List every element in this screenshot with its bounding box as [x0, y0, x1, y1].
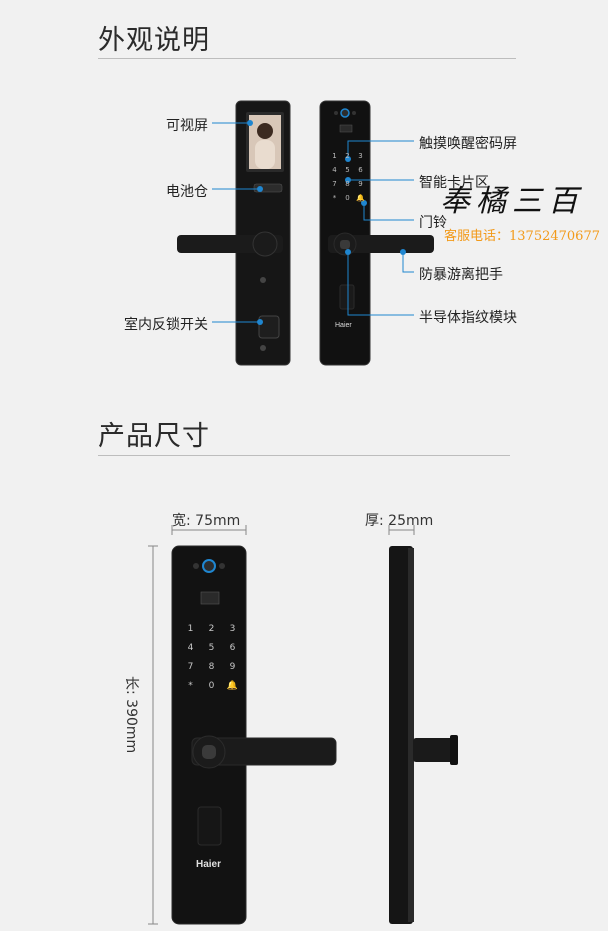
front-lock-large — [171, 545, 337, 925]
keypad-key[interactable]: 4 — [332, 166, 337, 174]
keypad-large: 1 2 3 4 5 6 7 8 9 * 0 🔔 — [180, 624, 240, 691]
keypad-key[interactable]: 7 — [187, 662, 194, 672]
keypad-key[interactable]: 3 — [229, 624, 236, 634]
label-battery: 电池仓 — [166, 184, 208, 200]
section-title-dimensions: 产品尺寸 — [98, 421, 210, 452]
label-doorbell: 门铃 — [419, 215, 447, 231]
keypad-key[interactable]: 2 — [345, 152, 350, 160]
label-handle: 防暴游离把手 — [419, 267, 503, 283]
section-divider-2 — [98, 455, 510, 456]
length-dimension-line — [148, 545, 158, 925]
depth-dimension-line — [388, 525, 415, 535]
keypad-key[interactable]: 🔔 — [356, 194, 365, 202]
keypad-key[interactable]: * — [332, 194, 337, 202]
keypad-key[interactable]: 5 — [208, 643, 215, 653]
keypad-key[interactable]: 3 — [358, 152, 363, 160]
keypad-key[interactable]: * — [188, 681, 193, 691]
lock-knob — [258, 315, 280, 339]
keypad-key[interactable]: 0 — [345, 194, 350, 202]
keypad-key[interactable]: 2 — [208, 624, 215, 634]
leader-dots-left — [247, 120, 263, 325]
keypad-key[interactable]: 0 — [208, 681, 215, 691]
leader-lines-right — [347, 140, 414, 316]
keypad-key[interactable]: 4 — [187, 643, 194, 653]
keypad-key[interactable]: 8 — [208, 662, 215, 672]
length-label: 长: 390mm — [123, 676, 139, 754]
keypad-key[interactable]: 1 — [187, 624, 194, 634]
width-dimension-line — [171, 525, 247, 535]
watermark-phone: 客服电话：13752470677 — [444, 229, 600, 244]
keypad-key[interactable]: 6 — [229, 643, 236, 653]
section-title-appearance: 外观说明 — [98, 25, 210, 56]
brand-logo-small: Haier — [335, 322, 352, 329]
keypad-key[interactable]: 8 — [345, 180, 350, 188]
keypad-key[interactable]: 1 — [332, 152, 337, 160]
outdoor-lock-illustration — [319, 100, 434, 366]
indoor-lock-illustration — [177, 100, 291, 366]
label-fingerprint: 半导体指纹模块 — [419, 310, 517, 326]
watermark-brand: 奉橘三百 — [440, 184, 584, 219]
leader-dots-right — [345, 156, 406, 255]
leader-lines-left — [212, 122, 258, 323]
label-touch-keypad: 触摸唤醒密码屏 — [419, 136, 517, 152]
width-label: 宽: 75mm — [172, 513, 241, 529]
label-indoor-lock-switch: 室内反锁开关 — [124, 317, 208, 333]
depth-label: 厚: 25mm — [365, 513, 434, 529]
keypad-key[interactable]: 9 — [229, 662, 236, 672]
brand-logo-large: Haier — [196, 859, 222, 870]
keypad-key[interactable]: 6 — [358, 166, 363, 174]
keypad-key[interactable]: 5 — [345, 166, 350, 174]
side-lock-large — [389, 546, 458, 924]
keypad-key[interactable]: 🔔 — [226, 681, 239, 691]
label-visual-screen: 可视屏 — [166, 118, 208, 134]
keypad-key[interactable]: 9 — [358, 180, 363, 188]
label-card-area: 智能卡片区 — [419, 175, 489, 191]
section-divider — [98, 58, 516, 59]
keypad-key[interactable]: 7 — [332, 180, 337, 188]
